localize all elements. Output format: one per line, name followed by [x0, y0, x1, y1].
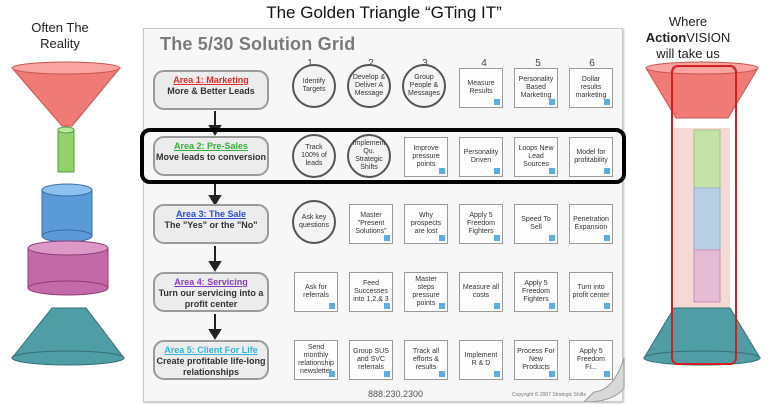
area-2-cell-2: Implement Qu. Strategic Shifts [347, 134, 391, 178]
reality-stem-shape [57, 129, 75, 173]
reality-funnel-shape [10, 67, 122, 127]
area-4-cell-6: Turn into profit center [569, 272, 613, 312]
area-3-cell-3: Why prospects are lost [404, 204, 448, 244]
vision-shapes-graphic [643, 61, 761, 366]
right-label: Where ActionVISION will take us [633, 14, 743, 62]
area-1-marketing-box: Area 1: Marketing More & Better Leads [153, 70, 269, 110]
area-2-desc: Move leads to conversion [155, 152, 267, 162]
area-4-name: Area 4: Servicing [174, 277, 248, 287]
area-4-cell-2: Feed Successes into 1,2,& 3 [349, 272, 393, 312]
area-5-cell-5: Process For New Products [514, 340, 558, 380]
area-2-name: Area 2: Pre-Sales [173, 141, 249, 151]
area-4-cell-5: Apply 5 Freedom Fighters [514, 272, 558, 312]
area-1-cell-5: Personality Based Marketing [514, 68, 558, 108]
area-1-cell-6: Dollar results marketing [569, 68, 613, 108]
right-label-rest: VISION [686, 30, 731, 45]
area-5-cell-6: Apply 5 Freedom Fi... [569, 340, 613, 380]
area-1-cell-2: Develop & Deliver A Message [347, 64, 391, 108]
column-number: 2 [364, 58, 378, 69]
right-label-bold: Action [645, 30, 687, 45]
page-curl-graphic [584, 358, 625, 402]
area-4-servicing-box: Area 4: Servicing Turn our servicing int… [153, 272, 269, 312]
vision-funnel-shape [645, 67, 759, 119]
area-2-cell-5: Loops New Lead Sources [514, 137, 558, 177]
area-5-name: Area 5: Client For Life [164, 345, 258, 355]
area-5-cell-1: Send monthly relationship newsletter [294, 340, 338, 380]
phone-number: 888.230.2300 [368, 389, 424, 399]
area-3-sale-box: Area 3: The Sale The "Yes" or the "No" [153, 204, 269, 244]
area-4-cell-4: Measure all costs [459, 272, 503, 312]
area-5-cell-2: Group SUS and SVC referrals [349, 340, 393, 380]
vision-outline [671, 65, 737, 365]
right-label-line2: ActionVISION [633, 30, 743, 46]
area-2-cell-4: Personality Driven [459, 137, 503, 177]
area-1-name: Area 1: Marketing [173, 75, 249, 85]
area-1-cell-3: Group People & Messages [402, 64, 446, 108]
right-label-line3: will take us [656, 46, 720, 61]
area-3-name: Area 3: The Sale [175, 209, 247, 219]
column-number: 6 [589, 58, 595, 69]
vision-green-section [693, 129, 721, 189]
area-3-desc: The "Yes" or the "No" [164, 220, 258, 230]
area-3-cell-4: Apply 5 Freedom Fighters [459, 204, 503, 244]
area-3-cell-2: Master "Present Solutions" [349, 204, 393, 244]
area-3-cell-1: Ask key questions [292, 200, 336, 244]
column-number: 3 [418, 58, 432, 69]
vision-pink-section [693, 249, 721, 303]
area-2-cell-3: Improve pressure points [404, 137, 448, 177]
page-title: The Golden Triangle “GTing IT” [266, 3, 502, 22]
area-5-desc: Create profitable life-long relationship… [156, 356, 266, 377]
area-2-presales-box: Area 2: Pre-Sales Move leads to conversi… [153, 136, 269, 176]
area-1-cell-1: Identify Targets [292, 64, 336, 108]
area-5-cell-4: Implement R & D [459, 340, 503, 380]
area-1-cell-4: Measure Results [459, 68, 503, 108]
area-3-cell-6: Penetration Expansion [569, 204, 613, 244]
pre-sales-highlight-frame [140, 128, 626, 184]
area-4-cell-1: Ask for referrals [294, 272, 338, 312]
copyright-text: Copyright © 2007 Strategic Shifts [512, 392, 586, 398]
area-1-desc: More & Better Leads [167, 86, 255, 96]
grid-title: The 5/30 Solution Grid [160, 34, 356, 54]
area-2-cell-6: Model for profitability [569, 137, 613, 177]
right-label-line1: Where [668, 14, 708, 29]
area-2-cell-1: Track 100% of leads [292, 134, 336, 178]
area-4-cell-3: Master steps pressure points [404, 272, 448, 312]
vision-blue-section [693, 187, 721, 251]
area-5-cell-3: Track all efforts & results [404, 340, 448, 380]
column-number: 5 [535, 58, 541, 69]
reality-shapes-graphic [10, 61, 126, 366]
column-number: 1 [303, 58, 317, 69]
reality-blue-cylinder [41, 189, 93, 237]
area-3-cell-5: Speed To Sell [514, 204, 558, 244]
column-number: 4 [481, 58, 487, 69]
area-5-client-for-life-box: Area 5: Client For Life Create profitabl… [153, 340, 269, 380]
area-4-desc: Turn our servicing into a profit center [158, 288, 264, 309]
left-label: Often The Reality [31, 20, 89, 51]
